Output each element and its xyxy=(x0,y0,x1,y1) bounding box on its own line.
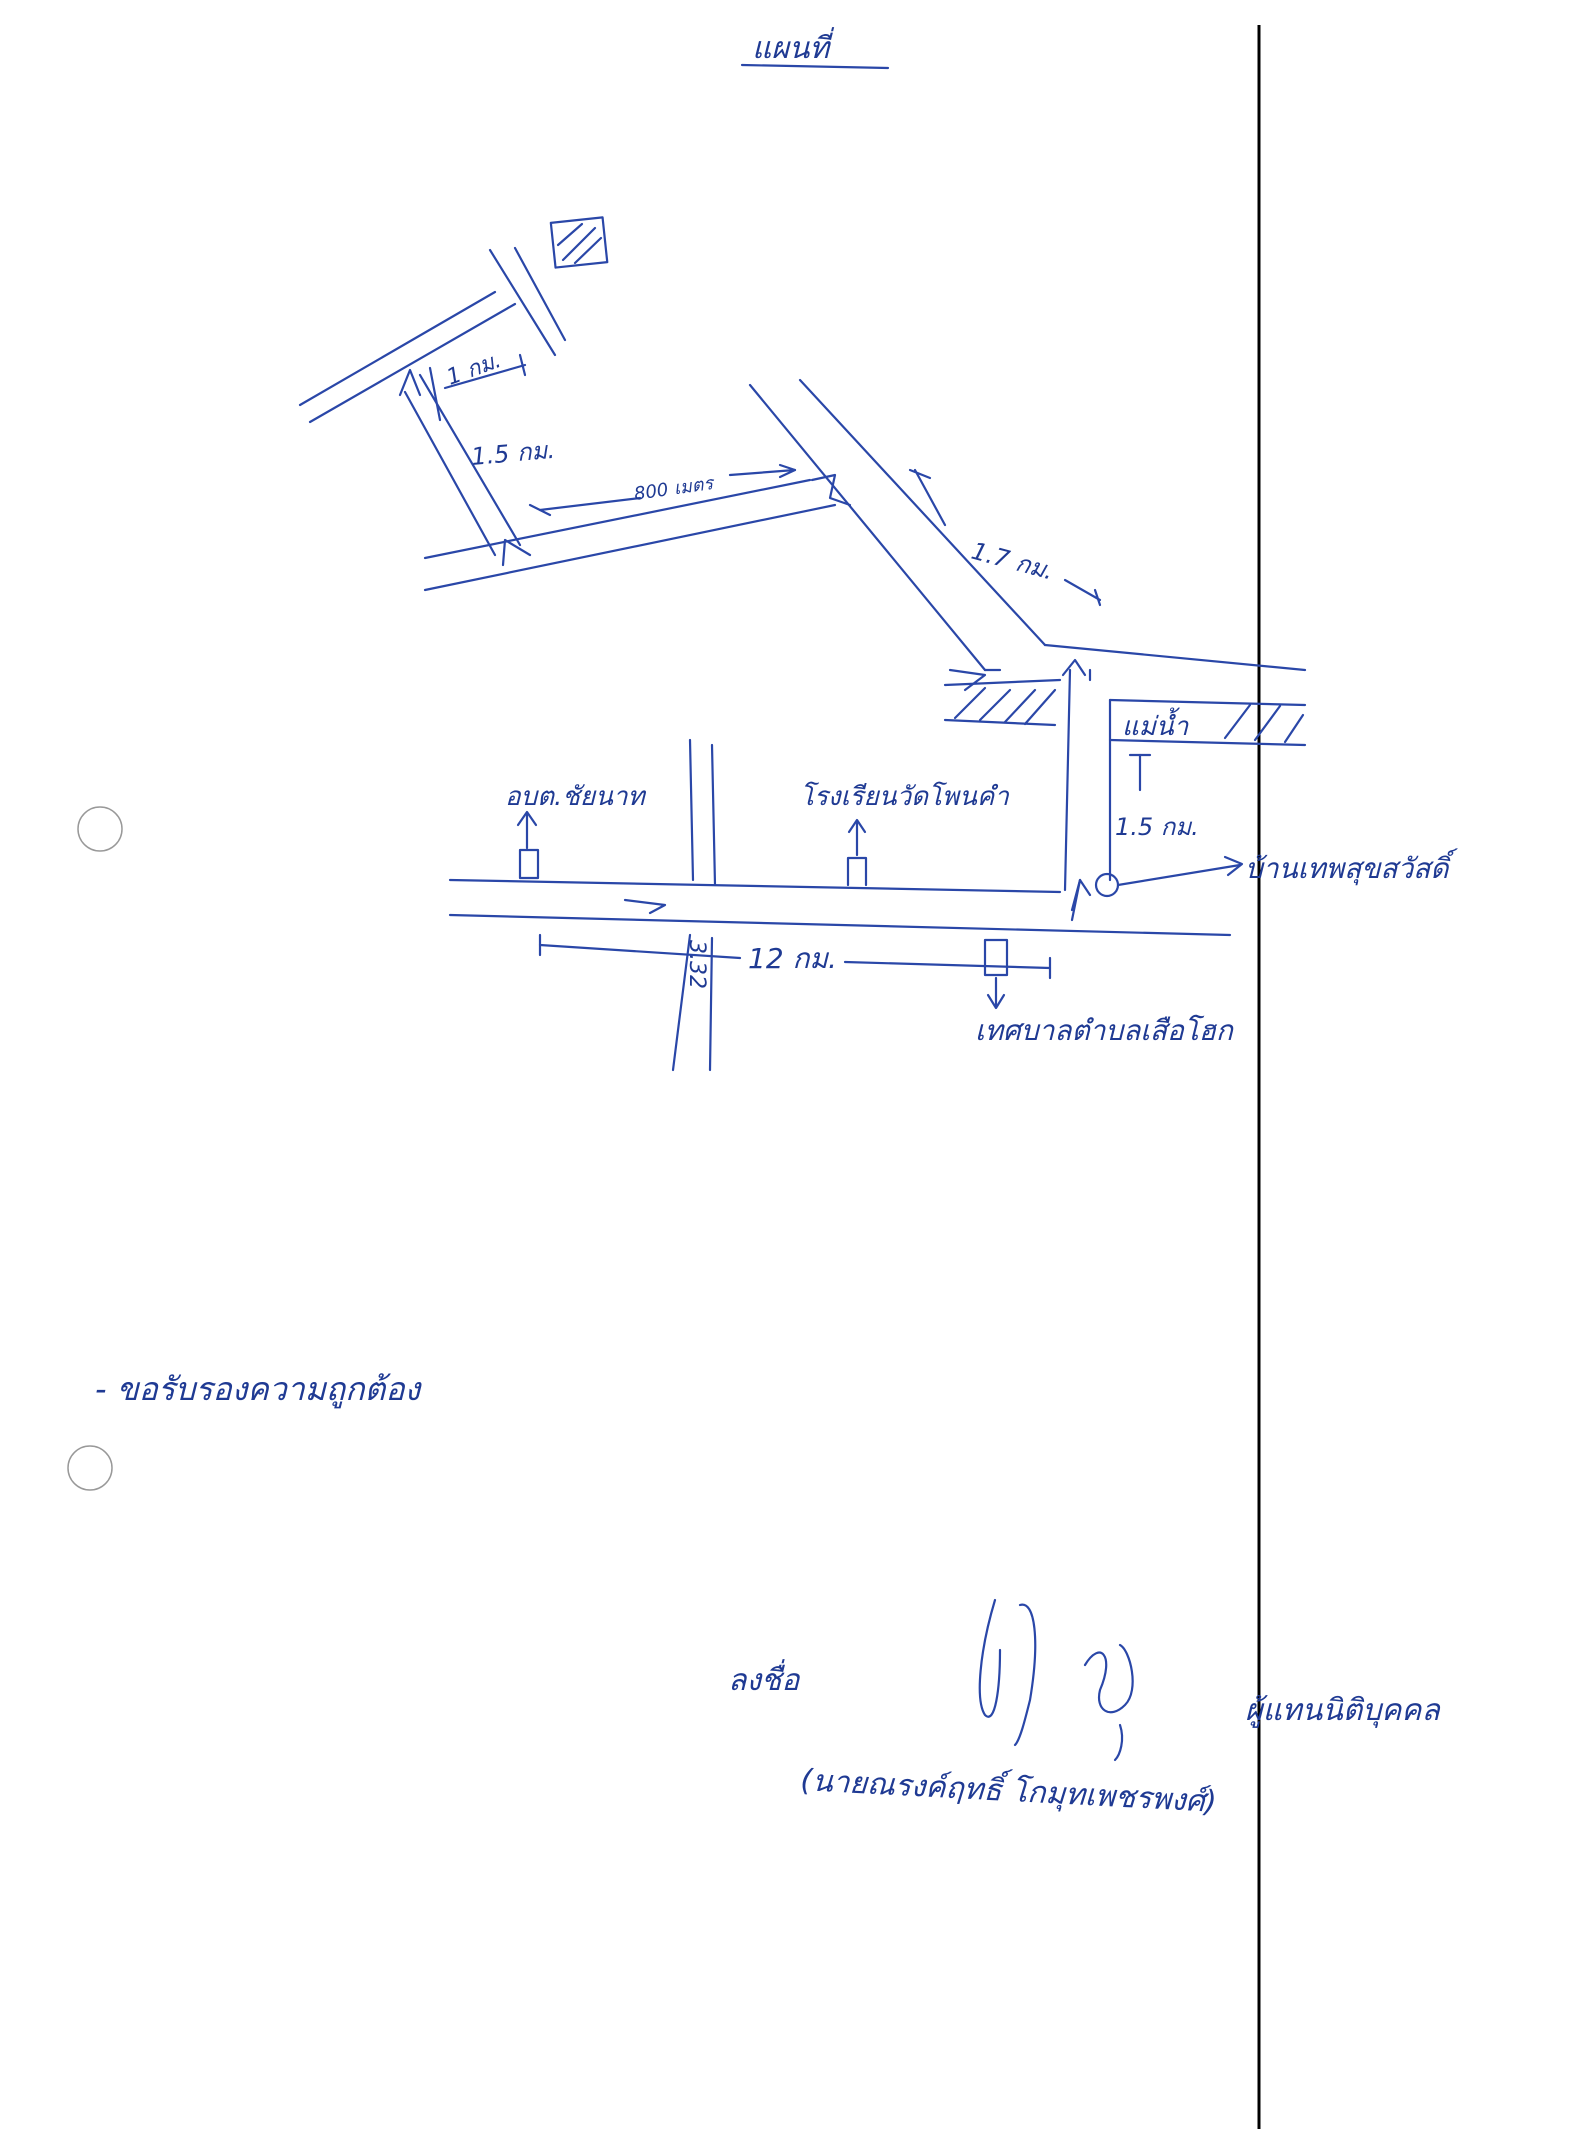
municipality-marker xyxy=(983,938,1009,1010)
main-road xyxy=(448,738,1232,1072)
destination-arrow xyxy=(1116,863,1242,887)
school-marker xyxy=(846,818,868,887)
label-1-5km-right: 1.5 กม. xyxy=(1115,813,1199,841)
certification-text: - ขอรับรองความถูกต้อง xyxy=(95,1370,423,1409)
binder-hole-bottom xyxy=(67,1445,113,1491)
label-1-5km-top: 1.5 กม. xyxy=(470,436,556,471)
binder-hole-top xyxy=(77,806,123,852)
label-river: แม่น้ำ xyxy=(1122,707,1190,742)
label-800m: 800 เมตร xyxy=(633,473,717,505)
connector-road-right xyxy=(1061,658,1152,922)
river-crossing xyxy=(943,678,1307,747)
title-underline xyxy=(740,63,890,70)
destination-marker xyxy=(1094,872,1120,898)
label-1km: 1 กม. xyxy=(444,348,505,391)
label-school: โรงเรียนวัดโพนคำ xyxy=(800,781,1010,812)
district-office-marker xyxy=(516,810,540,880)
dimension-markers-upper xyxy=(428,353,1102,607)
dimension-12km xyxy=(538,933,1052,980)
hatched-building-marker xyxy=(549,216,609,269)
label-road-number: 3.32 xyxy=(684,940,709,989)
handwritten-signature xyxy=(978,1598,1134,1762)
signer-role: ผู้แทนนิติบุคคล xyxy=(1245,1693,1441,1728)
label-1-7km: 1.7 กม. xyxy=(968,537,1056,586)
label-12km: 12 กม. xyxy=(748,942,837,975)
sign-label: ลงชื่อ xyxy=(728,1659,801,1698)
label-municipality: เทศบาลตำบลเสือโฮก xyxy=(975,1014,1235,1047)
route-arrows-upper xyxy=(398,368,987,692)
label-district-office: อบต.ชัยนาท xyxy=(505,782,647,812)
upper-road-network xyxy=(298,246,1307,672)
label-destination: บ้านเทพสุขสวัสดิ์ xyxy=(1245,848,1458,886)
signer-name: (นายณรงค์ฤทธิ์ โกมุทเพชรพงศ์) xyxy=(800,1758,1218,1820)
page-title: แผนที่ xyxy=(752,27,834,66)
